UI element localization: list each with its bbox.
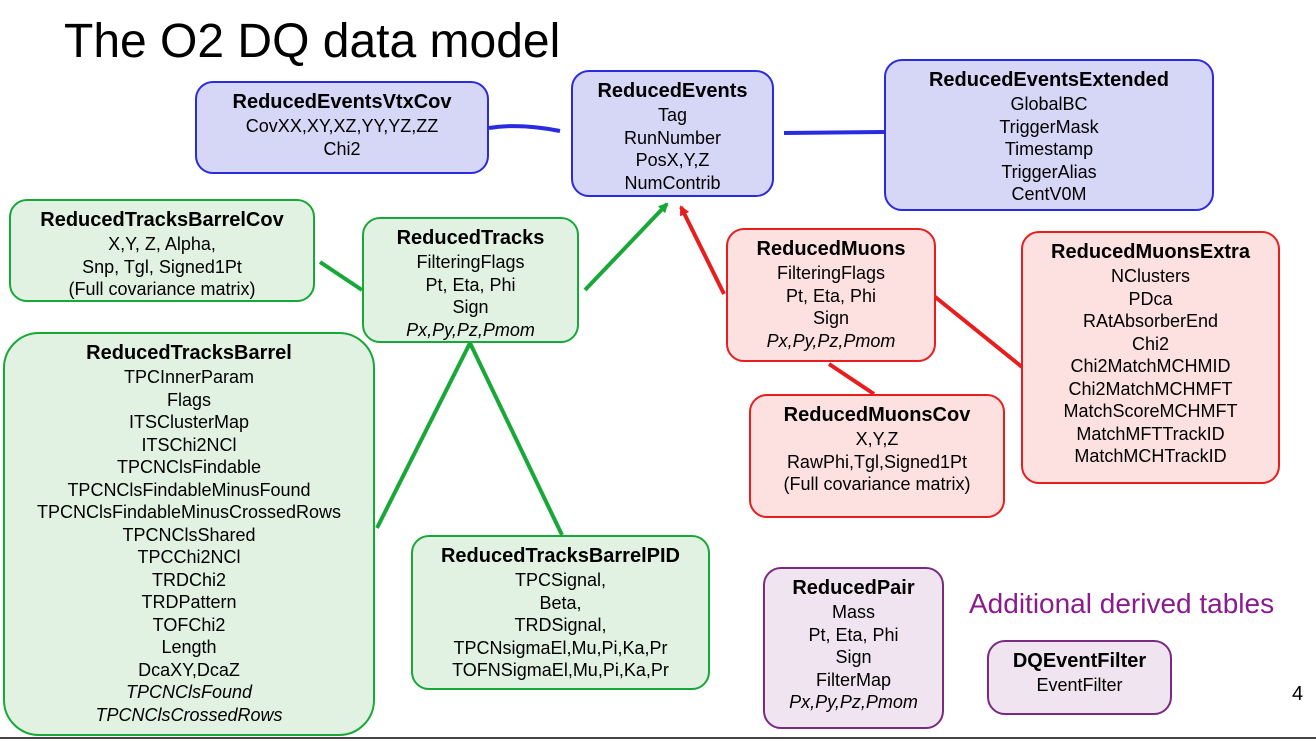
table-field: FilteringFlags [416,252,525,272]
table-reduced-muons: ReducedMuons FilteringFlags Pt, Eta, Phi… [726,228,936,362]
table-field: RAtAbsorberEnd [1082,311,1219,331]
table-name: ReducedEvents [597,80,748,102]
table-field: TRDPattern [141,592,237,612]
table-reduced-pair: ReducedPair Mass Pt, Eta, Phi Sign Filte… [763,567,944,729]
table-name: ReducedTracks [396,227,545,249]
table-field: PosX,Y,Z [635,150,710,170]
table-name: ReducedPair [792,577,915,599]
table-dq-event-filter: DQEventFilter EventFilter [987,640,1172,715]
table-field: Chi2MatchMCHMID [1070,356,1231,376]
table-reduced-muons-extra: ReducedMuonsExtra NClusters PDca RAtAbso… [1021,231,1280,484]
table-field: CovXX,XY,XZ,YY,YZ,ZZ [245,116,439,136]
table-field: Flags [166,389,211,410]
table-field: RawPhi,Tgl,Signed1Pt [786,451,968,472]
table-field: Length [161,637,217,657]
table-field: Chi2 [1131,333,1170,354]
table-field: X,Y,Z [855,429,899,449]
table-field: MatchMFTTrackID [1076,423,1225,444]
table-field-derived: Px,Py,Pz,Pmom [406,319,535,340]
bottom-divider [0,737,1316,739]
table-field: TPCNsigmaEl,Mu,Pi,Ka,Pr [453,637,668,658]
table-field: TPCChi2NCl [137,547,241,567]
table-field: MatchScoreMCHMFT [1063,401,1238,421]
table-reduced-tracks-barrel-pid: ReducedTracksBarrelPID TPCSignal, Beta, … [411,535,710,690]
table-field: TPCInnerParam [123,367,255,387]
table-field-derived: Px,Py,Pz,Pmom [766,330,896,351]
table-field: Sign [835,647,872,667]
table-field: FilterMap [815,669,891,690]
table-field: Sign [452,297,489,317]
table-field: TPCNClsShared [122,524,256,545]
table-name: ReducedTracksBarrelPID [440,545,680,567]
table-field: X,Y, Z, Alpha, [108,234,216,254]
table-field: MatchMCHTrackID [1074,446,1227,466]
table-reduced-events-vtx-cov: ReducedEventsVtxCov CovXX,XY,XZ,YY,YZ,ZZ… [195,81,489,174]
table-field-derived: Px,Py,Pz,Pmom [789,692,918,712]
table-field: TRDChi2 [151,569,226,590]
table-field: DcaXY,DcaZ [138,659,240,680]
table-field: TPCNClsFindable [116,457,262,477]
link-barrelcov-tracks [318,260,364,292]
table-field: NumContrib [624,172,721,193]
table-field-derived: TPCNClsCrossedRows [95,704,283,725]
table-reduced-muons-cov: ReducedMuonsCov X,Y,Z RawPhi,Tgl,Signed1… [749,394,1005,518]
table-field: NClusters [1110,266,1190,286]
table-field: PDca [1128,288,1173,309]
table-field: (Full covariance matrix) [68,279,256,299]
table-field: Pt, Eta, Phi [425,274,516,295]
table-field: (Full covariance matrix) [783,474,971,494]
table-name: ReducedMuons [756,238,906,260]
table-field: Pt, Eta, Phi [808,624,899,645]
table-field: TPCNClsFindableMinusCrossedRows [36,502,342,522]
table-field: Sign [812,308,850,328]
link-muons-muonsextra [932,294,1024,369]
table-reduced-events: ReducedEvents Tag RunNumber PosX,Y,Z Num… [571,70,774,197]
table-field: RunNumber [623,127,722,148]
link-vtxcov-events [488,124,561,133]
table-field: TPCSignal, [514,570,607,590]
table-field: TriggerAlias [1001,161,1097,182]
arrow-tracks-events [583,202,669,292]
link-events-extended [783,130,885,135]
table-name: ReducedMuonsExtra [1051,241,1250,263]
table-reduced-tracks: ReducedTracks FilteringFlags Pt, Eta, Ph… [362,217,579,343]
table-name: ReducedEventsExtended [928,69,1170,91]
arrow-muons-events [679,205,726,295]
table-field: EventFilter [1036,675,1123,695]
table-field: ITSChi2NCl [141,434,237,455]
table-field: Snp, Tgl, Signed1Pt [82,256,242,277]
table-field: Pt, Eta, Phi [785,285,877,306]
page-number: 4 [1292,683,1304,705]
table-field: Tag [657,105,688,125]
link-tracks-barrel [375,342,472,529]
table-name: ReducedTracksBarrelCov [40,209,284,231]
table-reduced-tracks-barrel-cov: ReducedTracksBarrelCov X,Y, Z, Alpha, Sn… [9,199,315,302]
table-field: Chi2 [323,138,361,159]
table-field: Timestamp [1004,139,1094,159]
table-field: TriggerMask [999,116,1099,137]
table-reduced-events-extended: ReducedEventsExtended GlobalBC TriggerMa… [884,59,1214,211]
table-reduced-tracks-barrel: ReducedTracksBarrel TPCInnerParam Flags … [3,332,375,736]
table-field: Mass [831,602,875,622]
table-name: ReducedEventsVtxCov [232,91,452,113]
table-field: TOFChi2 [152,614,226,635]
table-field: GlobalBC [1010,94,1088,114]
table-field: Chi2MatchMCHMFT [1068,378,1233,399]
link-tracks-barrelpid [468,342,564,536]
table-name: DQEventFilter [1012,650,1147,672]
table-name: ReducedMuonsCov [783,404,971,426]
table-field-derived: TPCNClsFound [125,682,253,702]
table-field: FilteringFlags [776,263,886,283]
table-field: TRDSignal, [514,615,607,635]
table-field: ITSClusterMap [128,412,250,432]
table-name: ReducedTracksBarrel [86,342,292,364]
table-field: TOFNSigmaEl,Mu,Pi,Ka,Pr [452,660,669,680]
table-field: CentV0M [1011,184,1087,204]
table-field: TPCNClsFindableMinusFound [67,479,311,500]
table-field: Beta, [539,592,582,613]
derived-tables-heading: Additional derived tables [969,588,1275,619]
link-muons-muonscov [827,362,876,396]
slide-title: The O2 DQ data model [64,15,561,68]
